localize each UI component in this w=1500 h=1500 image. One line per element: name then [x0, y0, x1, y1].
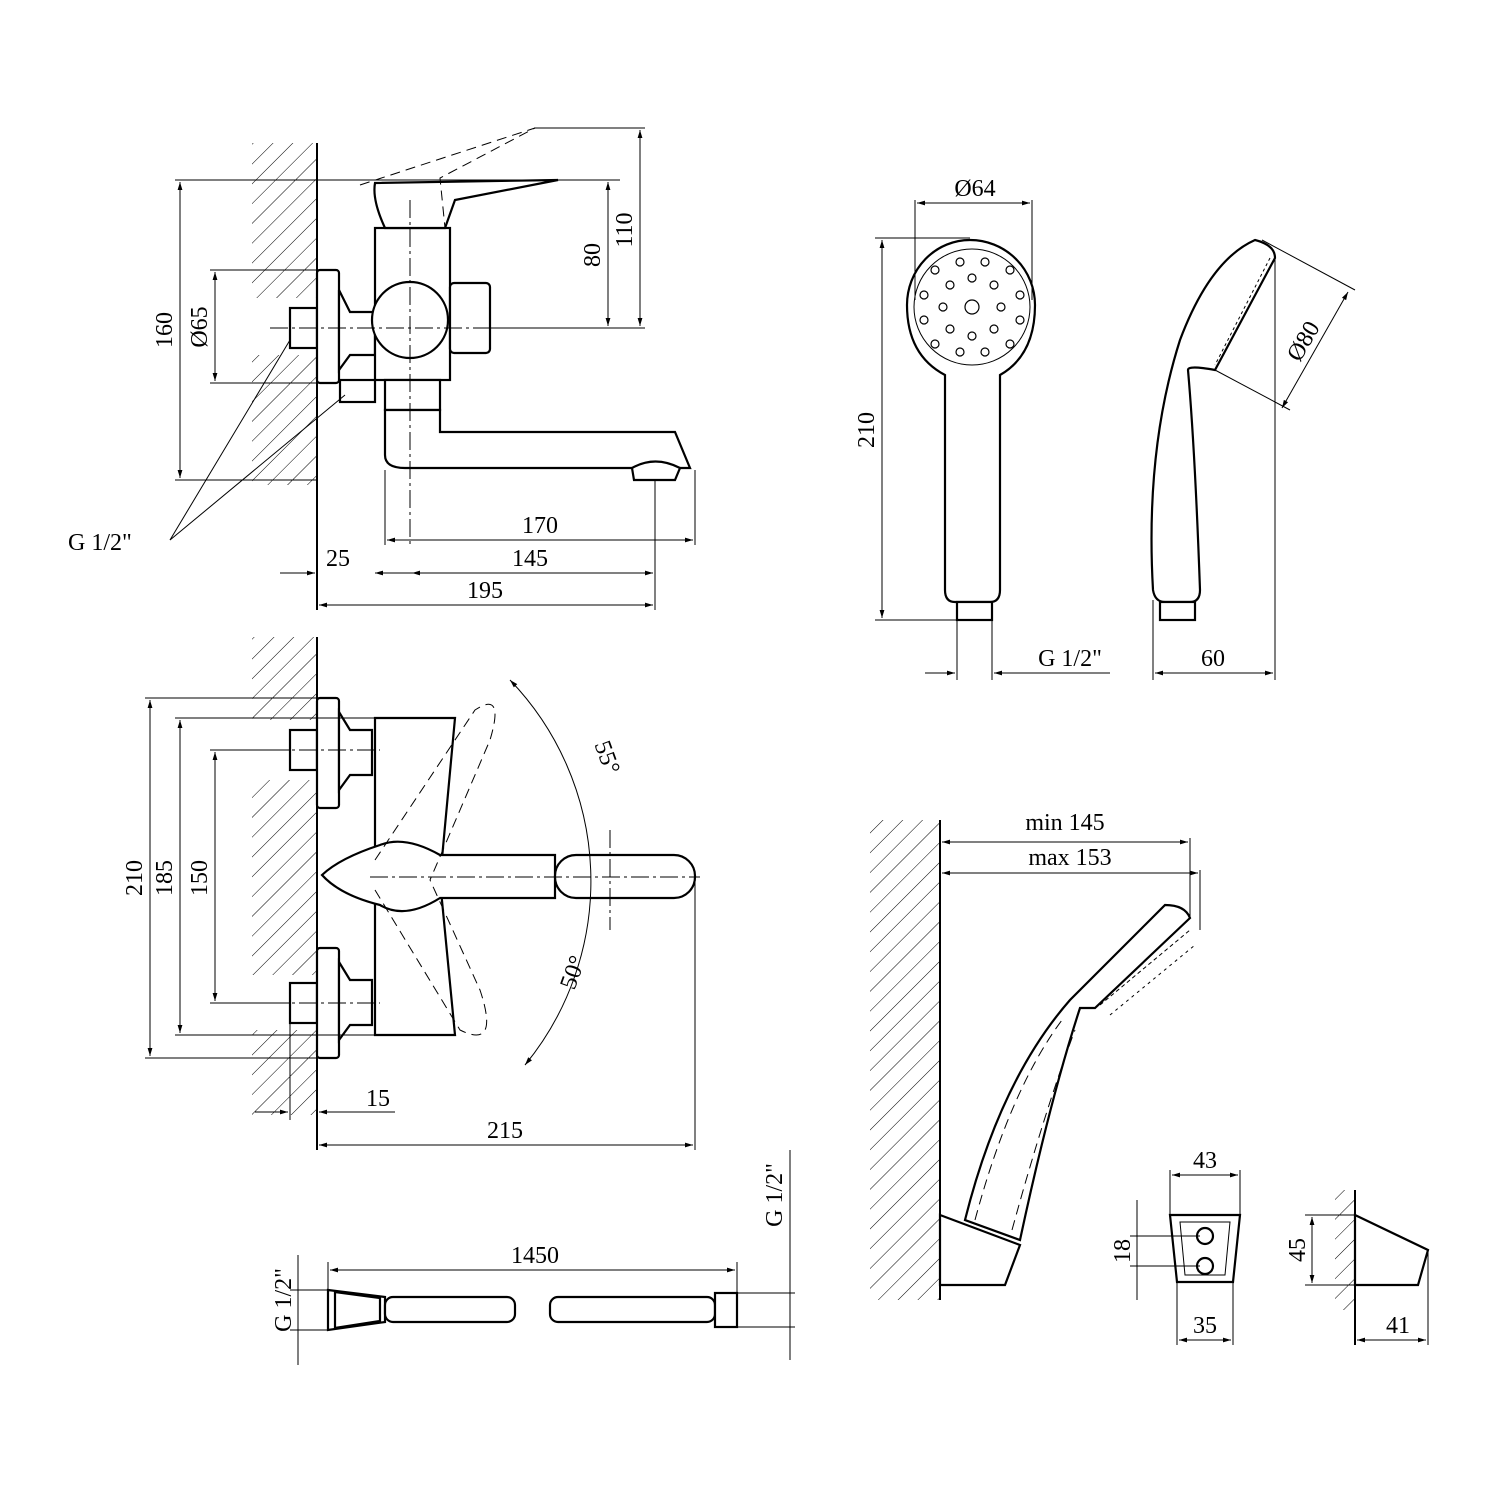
wall-hatch — [252, 637, 317, 720]
dim-170: 170 — [522, 513, 558, 539]
dim-height-160: 160 — [152, 312, 178, 348]
dim-150: 150 — [187, 860, 213, 896]
dim-41: 41 — [1386, 1313, 1410, 1339]
dim-210: 210 — [122, 860, 148, 896]
dim-215: 215 — [487, 1118, 523, 1144]
dim-hose-length: 1450 — [511, 1243, 559, 1269]
dim-length-210: 210 — [854, 412, 880, 448]
dim-185: 185 — [152, 860, 178, 896]
wall-hatch — [1335, 1190, 1355, 1310]
shower-hose: 1450 G 1/2" G 1/2" — [271, 1150, 795, 1365]
wall-hatch — [252, 355, 317, 485]
dim-110: 110 — [612, 212, 638, 247]
thread-label: G 1/2" — [68, 530, 132, 556]
mixer-top-view: 55° 50° 210 185 150 15 215 — [122, 637, 700, 1150]
dim-15: 15 — [366, 1086, 390, 1112]
thread-label: G 1/2" — [1038, 646, 1102, 672]
dim-43: 43 — [1193, 1148, 1217, 1174]
thread-right-label: G 1/2" — [762, 1163, 788, 1227]
dim-35: 35 — [1193, 1313, 1217, 1339]
wall-hatch — [252, 143, 317, 298]
wall-holder-assembly: min 145 max 153 43 18 35 45 41 — [870, 810, 1430, 1345]
dim-diameter-64: Ø64 — [954, 176, 995, 202]
dim-18: 18 — [1110, 1239, 1136, 1263]
dim-diameter-80: Ø80 — [1282, 317, 1325, 366]
wall-hatch — [870, 820, 940, 1300]
dim-flange-diameter: Ø65 — [187, 306, 213, 347]
spray-nozzles — [919, 257, 1025, 357]
wall-hatch — [252, 780, 317, 975]
dim-80: 80 — [580, 243, 606, 267]
dim-145: 145 — [512, 546, 548, 572]
dim-min-145: min 145 — [1025, 810, 1104, 836]
dim-195: 195 — [467, 578, 503, 604]
dim-depth-60: 60 — [1201, 646, 1225, 672]
mixer-side-view: 160 Ø65 80 110 G 1/2" 170 25 145 195 — [68, 127, 696, 610]
hand-shower: Ø64 210 Ø80 G 1/2" 60 — [854, 176, 1356, 680]
thread-left-label: G 1/2" — [271, 1268, 297, 1332]
wall-hatch — [252, 1030, 317, 1115]
angle-50: 50° — [555, 952, 591, 992]
dim-45: 45 — [1285, 1238, 1311, 1262]
angle-55: 55° — [589, 737, 625, 777]
dim-max-153: max 153 — [1028, 845, 1111, 871]
dim-25: 25 — [326, 546, 350, 572]
